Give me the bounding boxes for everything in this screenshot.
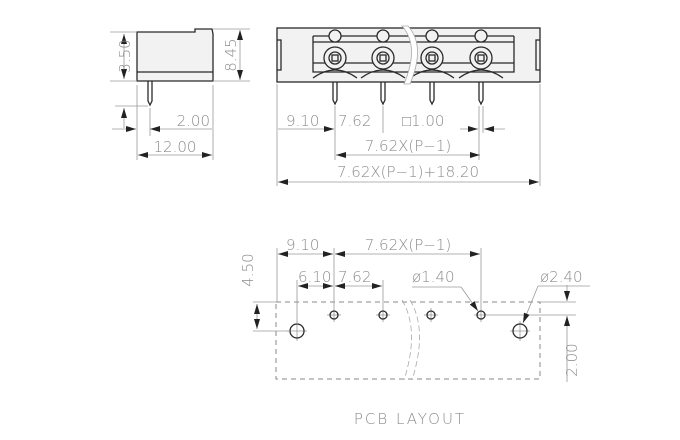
dim-3-50: 3.50 xyxy=(116,39,134,72)
pcb-dim-9-10: 9.10 xyxy=(286,236,319,254)
dim-12-00: 12.00 xyxy=(154,138,197,156)
dim-total: 7.62X(P−1)+18.20 xyxy=(337,163,479,181)
pin-hole xyxy=(378,310,388,320)
side-pin xyxy=(147,81,153,107)
pin-hole xyxy=(329,310,339,320)
front-view: 9.10 7.62 □1.00 7.62X(P−1) 7.62X(P−1)+18… xyxy=(276,25,541,186)
front-terminals xyxy=(312,29,504,106)
pcb-layout: 9.10 7.62X(P−1) 6.10 7.62 ø1.40 ø2.40 4.… xyxy=(239,236,590,428)
dim-2-00: 2.00 xyxy=(177,112,210,130)
dim-span: 7.62X(P−1) xyxy=(365,137,452,155)
dim-hole-small: ø1.40 xyxy=(412,268,455,286)
break-mark xyxy=(401,25,418,85)
dim-9-10: 9.10 xyxy=(286,112,319,130)
dim-pin-square: □1.00 xyxy=(402,112,444,130)
mount-hole xyxy=(512,323,528,339)
pcb-layout-title: PCB LAYOUT xyxy=(354,410,466,428)
side-body xyxy=(136,28,214,82)
pcb-outline xyxy=(275,301,541,380)
pcb-dim-span: 7.62X(P−1) xyxy=(365,236,452,254)
dim-hole-large: ø2.40 xyxy=(540,268,583,286)
pcb-dim-7-62: 7.62 xyxy=(338,268,371,286)
dim-8-45: 8.45 xyxy=(222,38,240,71)
pcb-dim-2-00: 2.00 xyxy=(563,343,581,376)
pcb-dim-6-10: 6.10 xyxy=(298,268,331,286)
side-view: 3.50 8.45 2.00 12.00 xyxy=(110,28,250,160)
pin-hole xyxy=(426,310,436,320)
pin-hole xyxy=(476,310,486,320)
dim-7-62: 7.62 xyxy=(338,112,371,130)
pcb-dim-4-50: 4.50 xyxy=(239,253,257,286)
